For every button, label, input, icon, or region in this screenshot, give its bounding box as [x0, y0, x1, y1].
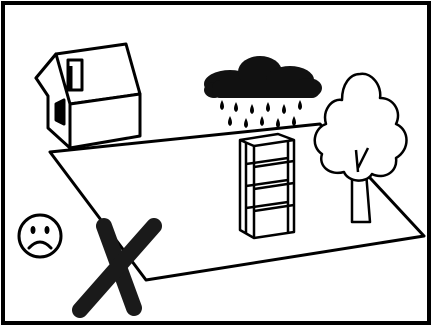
house-side-wall [70, 94, 140, 148]
sad-face-icon [19, 215, 61, 257]
raindrops [220, 100, 302, 128]
house-icon [36, 44, 140, 148]
rain-cloud-icon [204, 56, 322, 128]
open-shelf-icon [240, 134, 294, 238]
